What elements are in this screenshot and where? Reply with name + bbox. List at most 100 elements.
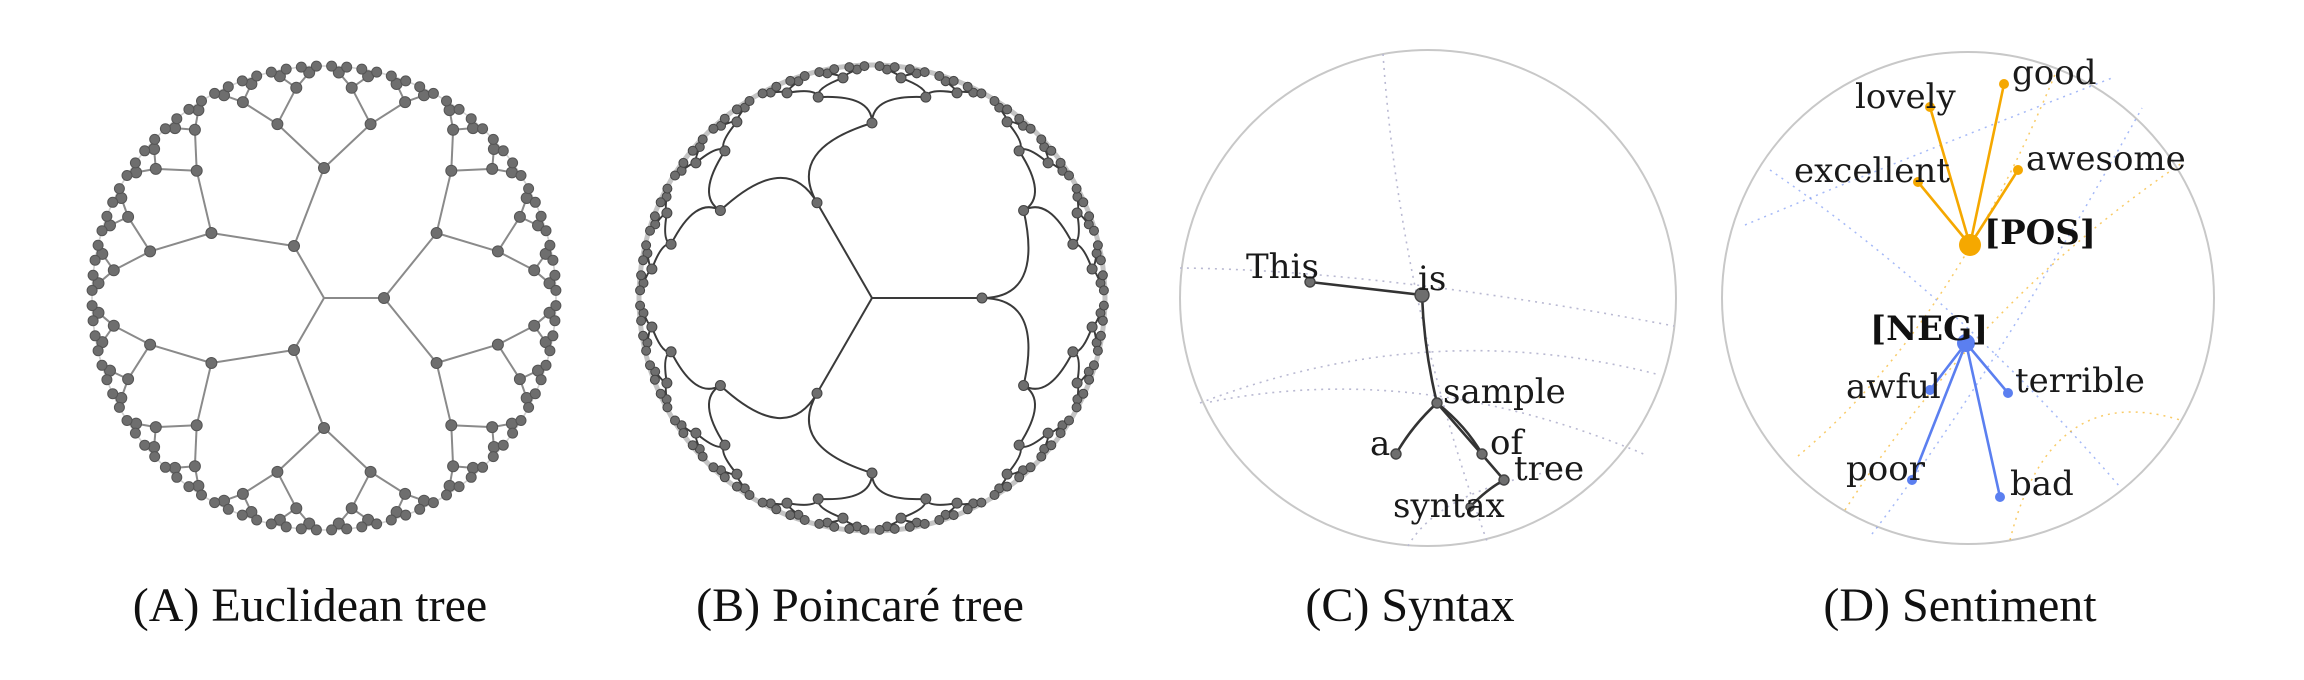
tree-nodes <box>86 60 562 536</box>
tree-node <box>895 72 907 84</box>
tree-edge <box>193 425 198 467</box>
tree-node <box>697 451 708 462</box>
tree-node <box>144 245 157 258</box>
geodesic-edge <box>818 472 873 501</box>
guide-line <box>1844 162 2183 511</box>
tree-node <box>190 164 203 177</box>
tree-node <box>356 63 368 75</box>
tree-node <box>236 509 248 521</box>
tree-node <box>1046 440 1057 451</box>
tree-node <box>638 330 649 341</box>
caption-syntax: (C) Syntax <box>1305 579 1515 632</box>
tree-node <box>636 315 647 326</box>
geodesic-edge <box>816 202 873 299</box>
geodesic-edge <box>807 392 873 474</box>
panel-syntax: This is sample a of tree syntax <box>1179 49 1677 547</box>
word-of: of <box>1490 423 1525 463</box>
tree-edge <box>323 123 372 169</box>
edge-pos-lovely <box>1928 106 1972 246</box>
tree-node <box>447 123 460 136</box>
tree-node <box>528 264 541 277</box>
tree-node <box>1098 300 1109 311</box>
tree-node <box>465 113 477 125</box>
tree-node <box>744 96 755 106</box>
tree-node <box>919 518 930 529</box>
tree-node <box>1067 346 1079 358</box>
tree-node <box>649 211 660 222</box>
edge-neg-terrible <box>1965 342 2009 394</box>
guide-line <box>1871 107 2143 535</box>
tree-node <box>719 113 730 124</box>
tree-node <box>550 300 562 312</box>
tree-node <box>962 504 973 515</box>
edge-sample-a <box>1394 402 1438 455</box>
tree-node <box>414 503 426 515</box>
tree-node <box>1078 388 1089 399</box>
tree-node <box>236 487 249 500</box>
tree-node <box>183 481 195 493</box>
neg-center-node <box>1957 334 1975 352</box>
tree-node <box>491 245 504 258</box>
edge-is-sample <box>1420 294 1439 404</box>
tree-node <box>547 254 559 266</box>
tree-node <box>107 264 120 277</box>
tree-edge <box>435 170 453 234</box>
tree-node <box>1014 472 1025 483</box>
tree-node <box>549 269 561 281</box>
tree-node <box>515 170 527 181</box>
geodesic-edge <box>816 297 873 394</box>
tree-node <box>467 461 479 474</box>
tree-node <box>811 387 823 399</box>
tree-node <box>345 81 358 94</box>
geodesic-edge <box>807 122 873 204</box>
tree-node <box>544 239 556 251</box>
tree-node <box>280 521 292 533</box>
tree-node <box>781 497 793 509</box>
tree-node <box>670 170 680 181</box>
tree-node <box>101 210 113 222</box>
edge-pos-good <box>1968 83 2006 246</box>
node-bad <box>1995 492 2005 502</box>
tree-node <box>866 117 878 129</box>
tree-node <box>107 319 120 332</box>
tree-node <box>107 388 119 400</box>
tree-edge <box>350 471 372 509</box>
tree-node <box>159 461 171 473</box>
tree-node <box>678 428 689 439</box>
tree-node <box>757 88 768 99</box>
tree-node <box>430 227 443 239</box>
tree-node <box>467 122 479 135</box>
panel-euclidean-tree <box>86 60 562 536</box>
tree-edge <box>155 424 197 429</box>
tree-node <box>976 292 988 304</box>
tree-edge <box>149 232 212 253</box>
edge-this-is <box>1309 280 1423 297</box>
tree-node <box>121 170 133 181</box>
tree-node <box>814 67 825 78</box>
tree-node <box>491 338 504 351</box>
tree-node <box>811 197 823 209</box>
tree-node <box>487 451 499 463</box>
tree-node <box>889 62 900 73</box>
label-neg: [NEG] <box>1870 309 1988 349</box>
tree-node <box>1092 345 1103 356</box>
tree-node <box>1014 113 1025 124</box>
geodesic-edge <box>1018 384 1037 446</box>
node-terrible <box>2003 388 2013 398</box>
tree-edge <box>293 245 325 299</box>
tree-node <box>799 71 810 81</box>
tree-node <box>399 96 412 109</box>
tree-node <box>188 460 201 473</box>
tree-node <box>236 75 248 87</box>
tree-node <box>332 517 345 530</box>
tree-node <box>1071 183 1082 194</box>
tree-node <box>785 510 796 521</box>
tree-node <box>1078 197 1089 208</box>
tree-node <box>1067 238 1079 250</box>
panel-sentiment: lovely good excellent awesome [POS] [NEG… <box>1721 51 2215 545</box>
tree-node <box>1086 263 1098 275</box>
tree-node <box>183 103 195 115</box>
tree-node <box>497 439 509 451</box>
tree-node <box>844 62 855 73</box>
